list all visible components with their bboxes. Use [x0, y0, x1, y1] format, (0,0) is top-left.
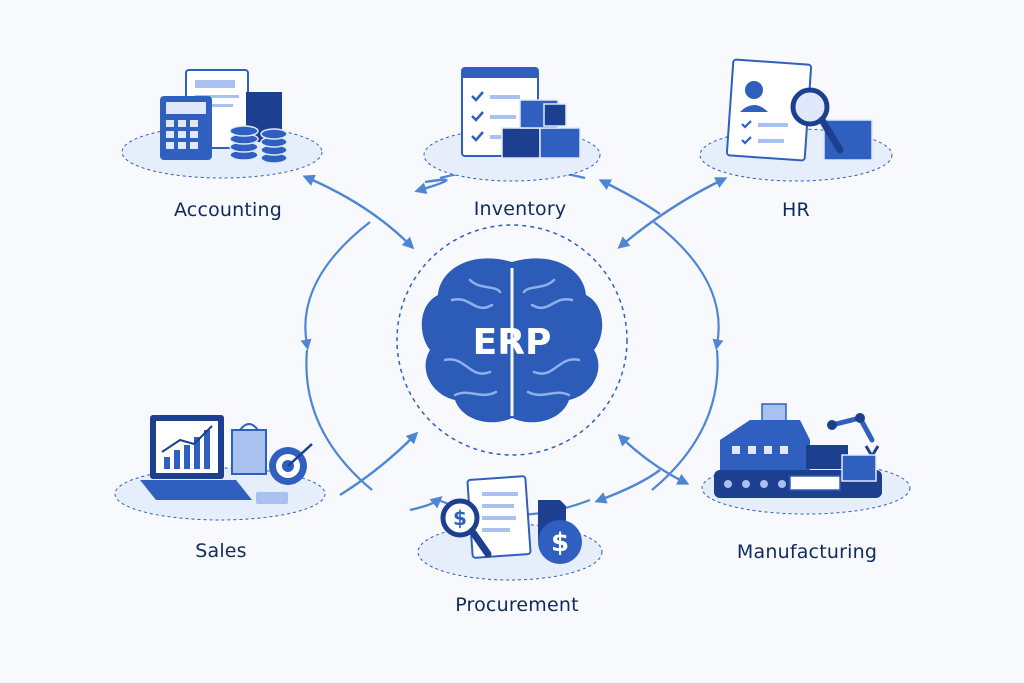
spoke-arrows	[302, 174, 728, 512]
module-accounting	[121, 69, 323, 179]
erp-label: ERP	[473, 322, 552, 363]
checklist-boxes-icon	[461, 67, 581, 159]
hr-label: HR	[782, 199, 810, 221]
factory-robot-arm-icon	[714, 403, 882, 498]
accounting-label: Accounting	[173, 199, 283, 221]
module-procurement: $ $	[417, 475, 603, 581]
module-inventory	[423, 67, 601, 182]
manufacturing-label: Manufacturing	[736, 541, 878, 563]
laptop-target-icon	[140, 415, 313, 504]
profile-magnifier-icon	[725, 58, 873, 162]
svg-text:$: $	[453, 506, 467, 530]
brain-icon	[421, 258, 603, 423]
module-hr	[699, 58, 893, 182]
procurement-label: Procurement	[455, 594, 579, 616]
calculator-coins-icon	[160, 69, 288, 164]
sales-label: Sales	[195, 540, 247, 562]
svg-text:$: $	[551, 528, 569, 558]
erp-hub: ERP	[396, 224, 628, 456]
module-sales	[114, 415, 326, 521]
inventory-label: Inventory	[473, 198, 567, 220]
document-dollar-icon: $ $	[440, 475, 582, 564]
module-manufacturing	[701, 403, 911, 515]
